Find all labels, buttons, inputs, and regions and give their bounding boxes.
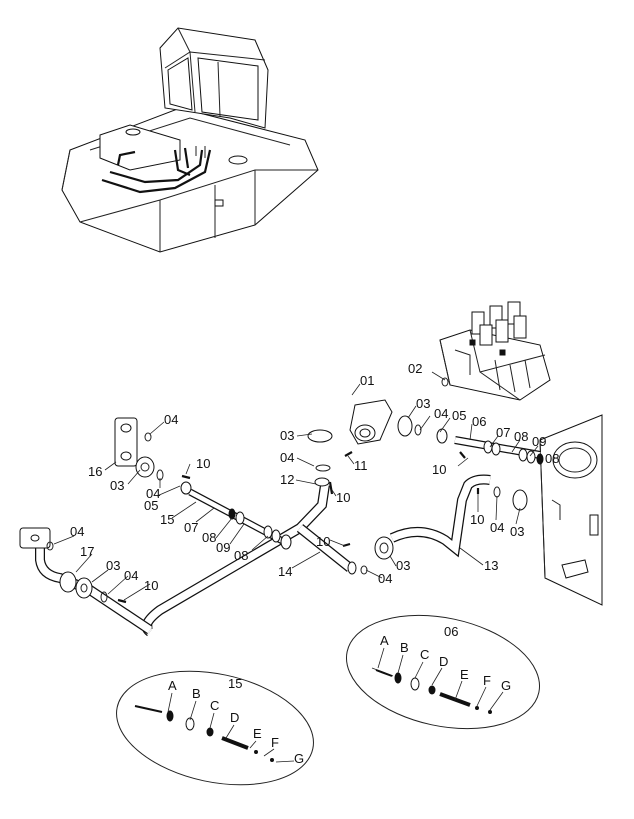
- detail-06-part-g: G: [501, 678, 511, 693]
- detail-06-part-f: F: [483, 673, 491, 688]
- hose-06-assembly: [436, 428, 544, 465]
- callout-16: 16: [88, 464, 102, 479]
- callout-05: 05: [144, 498, 158, 513]
- callout-04: 04: [146, 486, 160, 501]
- pipe-13: [389, 474, 491, 558]
- detail-06-part-a: A: [380, 633, 389, 648]
- callout-05: 05: [452, 408, 466, 423]
- fittings: [46, 377, 528, 604]
- detail-06-part-b: B: [400, 640, 409, 655]
- detail-06-title: 06: [444, 624, 458, 639]
- callout-03: 03: [106, 558, 120, 573]
- callout-10: 10: [432, 462, 446, 477]
- control-valve: [439, 301, 551, 401]
- pipe-17: [19, 527, 153, 635]
- callout-10: 10: [144, 578, 158, 593]
- callout-08: 08: [514, 429, 528, 444]
- detail-15-part-c: C: [210, 698, 219, 713]
- callout-09: 09: [532, 434, 546, 449]
- callout-08: 08: [202, 530, 216, 545]
- callout-14: 14: [278, 564, 292, 579]
- callout-09: 09: [216, 540, 230, 555]
- callout-04: 04: [164, 412, 178, 427]
- callout-07: 07: [496, 425, 510, 440]
- callout-15: 15: [160, 512, 174, 527]
- callout-08: 08: [545, 451, 559, 466]
- callout-01: 01: [360, 373, 374, 388]
- detail-06: [345, 614, 541, 730]
- detail-06-part-e: E: [460, 667, 469, 682]
- callout-17: 17: [80, 544, 94, 559]
- detail-06-part-d: D: [439, 654, 448, 669]
- callout-03: 03: [110, 478, 124, 493]
- callout-03: 03: [416, 396, 430, 411]
- callout-10: 10: [196, 456, 210, 471]
- callout-04: 04: [70, 524, 84, 539]
- detail-15-title: 15: [228, 676, 242, 691]
- pipe-14: [141, 477, 357, 637]
- callout-03: 03: [510, 524, 524, 539]
- hose-15-assembly: [180, 481, 292, 550]
- detail-15-part-e: E: [253, 726, 262, 741]
- callout-04: 04: [280, 450, 294, 465]
- callout-04: 04: [378, 571, 392, 586]
- callout-03: 03: [280, 428, 294, 443]
- detail-15-part-b: B: [192, 686, 201, 701]
- callout-04: 04: [434, 406, 448, 421]
- callout-10: 10: [336, 490, 350, 505]
- callout-03: 03: [396, 558, 410, 573]
- detail-15-part-a: A: [168, 678, 177, 693]
- detail-15-part-f: F: [271, 735, 279, 750]
- callout-04: 04: [490, 520, 504, 535]
- callout-labels: 01 02 03 04 05 06 07 08 09 08 10 03 04 1…: [70, 361, 559, 593]
- detail-06-part-c: C: [420, 647, 429, 662]
- pipe-01: [314, 384, 393, 445]
- callout-06: 06: [472, 414, 486, 429]
- detail-15: [116, 670, 314, 786]
- callout-11: 11: [354, 458, 368, 473]
- callout-08: 08: [234, 548, 248, 563]
- callout-04: 04: [124, 568, 138, 583]
- detail-15-part-g: G: [294, 751, 304, 766]
- detail-15-part-d: D: [230, 710, 239, 725]
- hydraulic-tank: [539, 414, 603, 606]
- detail-06-labels: 06 A B C D E F G: [380, 624, 511, 693]
- excavator-overview: [61, 27, 319, 253]
- callout-13: 13: [484, 558, 498, 573]
- callout-10: 10: [316, 534, 330, 549]
- callout-02: 02: [408, 361, 422, 376]
- detail-15-labels: 15 A B C D E F G: [168, 676, 304, 766]
- callout-07: 07: [184, 520, 198, 535]
- callout-10: 10: [470, 512, 484, 527]
- leader-lines: [53, 371, 539, 601]
- callout-12: 12: [280, 472, 294, 487]
